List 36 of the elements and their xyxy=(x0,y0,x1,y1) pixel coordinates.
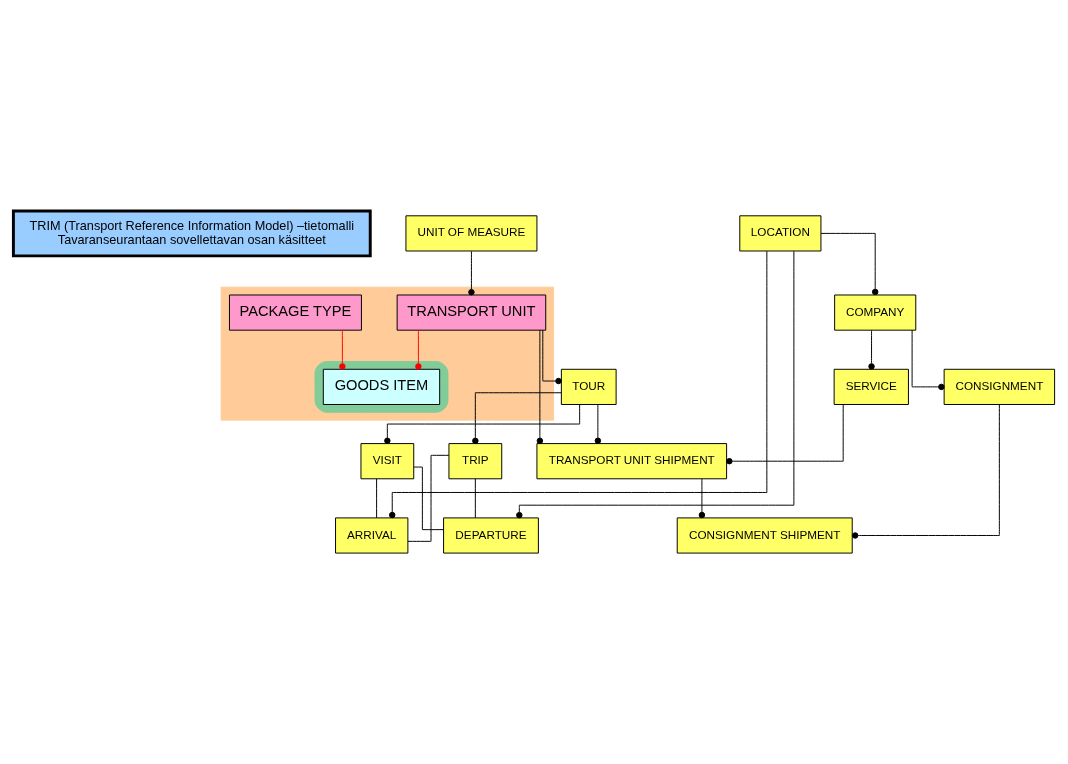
node-box: TOUR xyxy=(560,368,617,405)
connector xyxy=(339,329,346,370)
connector xyxy=(820,232,879,296)
node-box: PACKAGE TYPE xyxy=(228,294,362,331)
node-box: CONSIGNMENT xyxy=(943,368,1056,405)
node-box: DEPARTURE xyxy=(443,517,539,554)
node-box: TRIM (Transport Reference Information Model) –tietomalli Tavaranseurantaan sovellettavan osan käsitteet xyxy=(11,209,372,258)
node-box: CONSIGNMENT SHIPMENT xyxy=(676,517,853,554)
connector xyxy=(407,454,450,542)
connector xyxy=(594,404,602,444)
connector xyxy=(389,250,768,519)
node-box: LOCATION xyxy=(739,215,822,252)
connector xyxy=(472,392,562,445)
connector xyxy=(536,329,544,445)
connector xyxy=(415,329,422,370)
node-box: TRIP xyxy=(448,443,503,480)
connector xyxy=(698,478,706,519)
connector xyxy=(542,329,562,385)
connector xyxy=(376,478,378,519)
node-box: SERVICE xyxy=(833,368,909,405)
connector xyxy=(516,250,795,519)
node-box: TRANSPORT UNIT xyxy=(396,294,547,331)
node-box: COMPANY xyxy=(834,294,917,331)
node-box: ARRIVAL xyxy=(335,517,409,554)
connector xyxy=(384,404,581,444)
node-box: GOODS ITEM xyxy=(322,368,441,405)
node-box: VISIT xyxy=(360,443,415,480)
connector xyxy=(911,329,945,391)
connector xyxy=(726,404,844,465)
connector xyxy=(413,466,444,531)
node-box: UNIT OF MEASURE xyxy=(405,215,538,252)
connector xyxy=(474,478,476,519)
connector xyxy=(851,404,1000,539)
connector xyxy=(868,329,875,370)
node-box: TRANSPORT UNIT SHIPMENT xyxy=(536,443,728,480)
connector xyxy=(468,250,475,296)
